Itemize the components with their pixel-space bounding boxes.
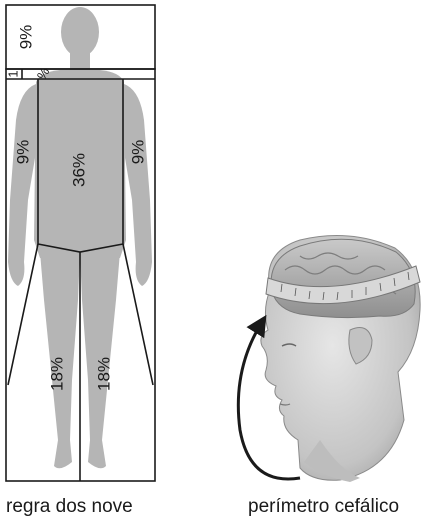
- caption-head-circumference: perímetro cefálico: [248, 496, 399, 518]
- head-percentage: 9%: [16, 25, 35, 50]
- right-arm-percentage: 9%: [128, 140, 147, 165]
- trunk-percentage: 36%: [69, 153, 88, 187]
- left-leg-percentage: 18%: [47, 357, 66, 391]
- right-leg-percentage: 18%: [94, 357, 113, 391]
- left-arm-percentage: 9%: [13, 140, 32, 165]
- neck-label: 1: [5, 70, 20, 77]
- caption-rule-of-nines: regra dos nove: [6, 496, 133, 518]
- head-illustration: [261, 236, 420, 483]
